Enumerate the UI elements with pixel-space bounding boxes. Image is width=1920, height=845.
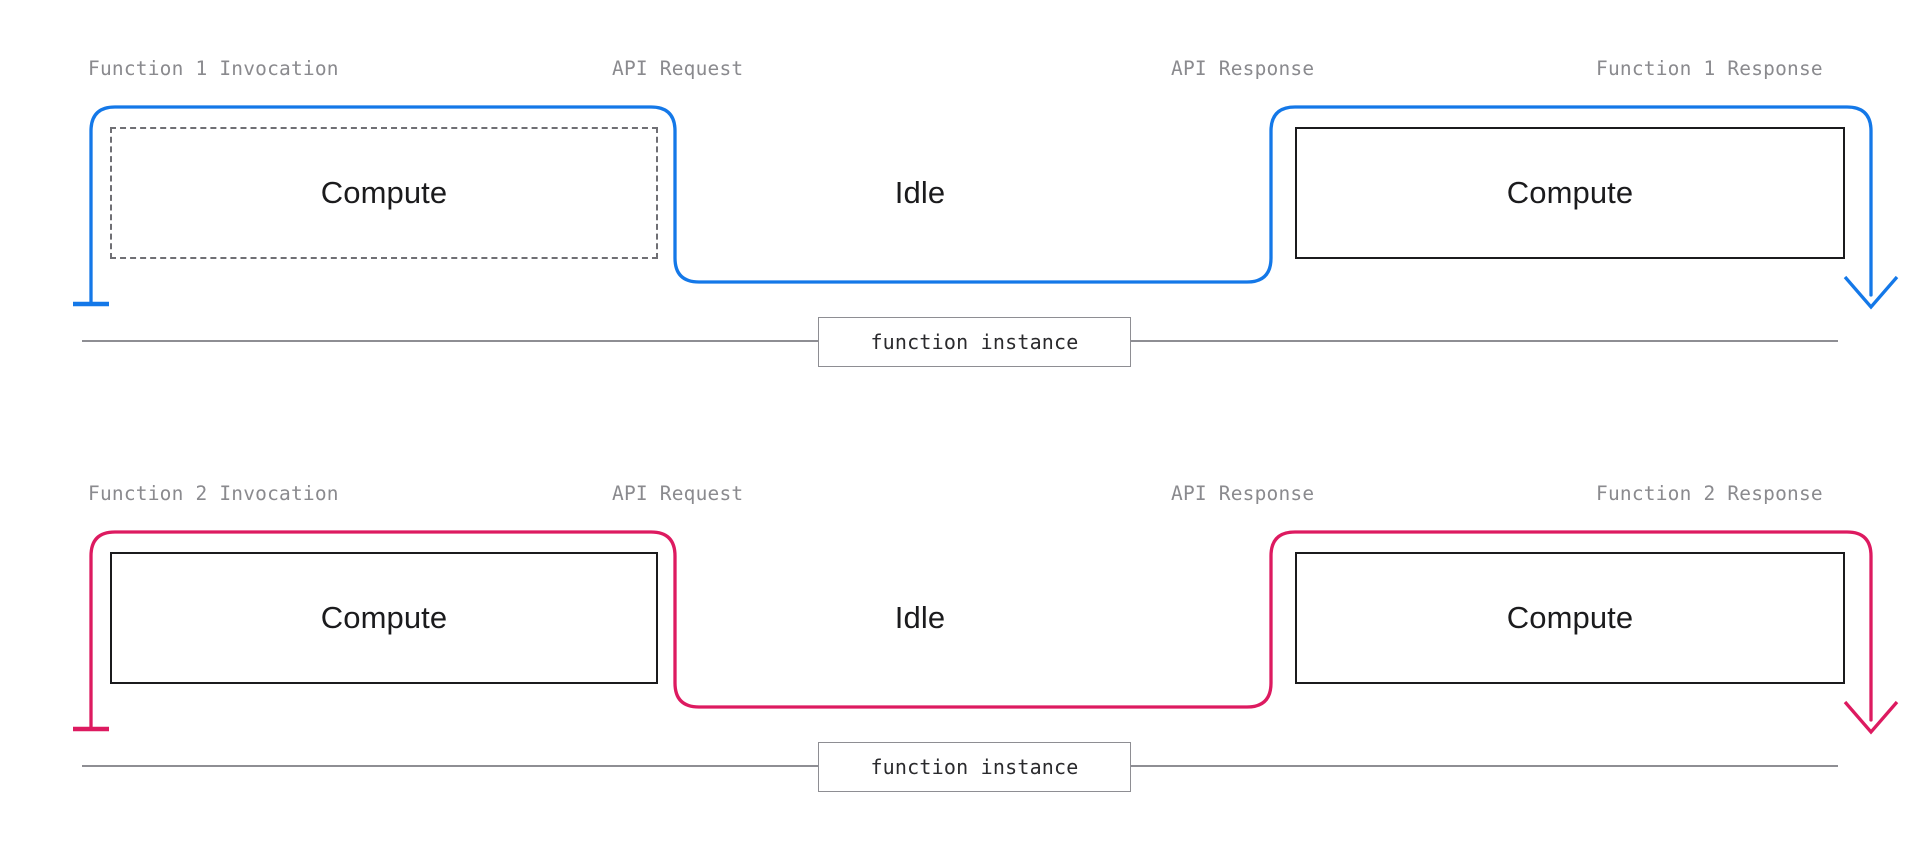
stage-label-response: Function 1 Response bbox=[1596, 57, 1823, 80]
stage-label-api-request: API Request bbox=[612, 482, 744, 505]
stage-label-invocation: Function 1 Invocation bbox=[88, 57, 339, 80]
lifecycle-row-function-1: Function 1 Invocation API Request API Re… bbox=[0, 0, 1920, 400]
block-label: Compute bbox=[1506, 600, 1634, 635]
instance-badge: function instance bbox=[818, 317, 1131, 367]
idle-block: Idle bbox=[700, 552, 1140, 684]
compute-block-warm: Compute bbox=[1295, 127, 1845, 259]
stage-label-api-response: API Response bbox=[1171, 57, 1315, 80]
block-label: Compute bbox=[320, 175, 448, 210]
arrowhead-down-icon bbox=[1843, 700, 1899, 735]
block-label: Compute bbox=[1506, 175, 1634, 210]
stage-label-response: Function 2 Response bbox=[1596, 482, 1823, 505]
instance-badge: function instance bbox=[818, 742, 1131, 792]
idle-block: Idle bbox=[700, 127, 1140, 259]
stage-label-api-response: API Response bbox=[1171, 482, 1315, 505]
instance-badge-label: function instance bbox=[870, 330, 1079, 354]
lifecycle-row-function-2: Function 2 Invocation API Request API Re… bbox=[0, 425, 1920, 825]
compute-block-cold: Compute bbox=[110, 127, 658, 259]
block-label: Idle bbox=[894, 175, 946, 210]
compute-block-warm-start: Compute bbox=[110, 552, 658, 684]
arrowhead-down-icon bbox=[1843, 275, 1899, 310]
stage-label-group: Function 1 Invocation API Request API Re… bbox=[0, 56, 1920, 82]
stage-label-invocation: Function 2 Invocation bbox=[88, 482, 339, 505]
compute-block-warm: Compute bbox=[1295, 552, 1845, 684]
block-label: Idle bbox=[894, 600, 946, 635]
stage-label-group: Function 2 Invocation API Request API Re… bbox=[0, 481, 1920, 507]
block-label: Compute bbox=[320, 600, 448, 635]
instance-badge-label: function instance bbox=[870, 755, 1079, 779]
stage-label-api-request: API Request bbox=[612, 57, 744, 80]
